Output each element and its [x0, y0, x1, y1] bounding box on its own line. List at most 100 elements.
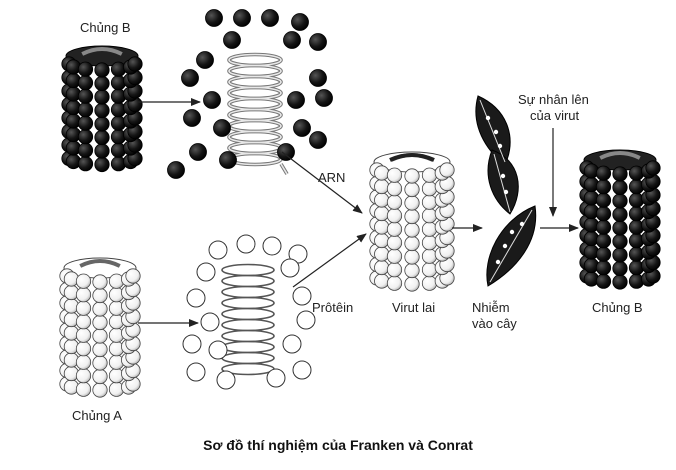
capsid-bead [374, 232, 390, 249]
leaf-spot [497, 143, 503, 149]
capsid-bead [94, 116, 110, 132]
capsid-bead [404, 235, 420, 252]
capsid-bead [645, 160, 661, 176]
strain-a-label: Chủng A [72, 408, 122, 423]
infected-leaves-icon [475, 95, 537, 287]
protein-subunit-light [282, 334, 302, 354]
capsid-bead [374, 165, 390, 181]
capsid-bead [386, 275, 403, 291]
capsid-bead [612, 260, 628, 277]
capsid-bead [92, 314, 108, 331]
protein-subunit-dark [309, 33, 327, 51]
replication-label-line1: Sự nhân lên [518, 92, 589, 107]
rna-coil-turn [221, 263, 275, 277]
capsid-bead [421, 235, 438, 251]
infect-label-line1: Nhiễm [472, 300, 510, 315]
protein-subunit-dark [233, 9, 251, 27]
capsid-bead [404, 249, 420, 265]
protein-subunit-dark [181, 69, 199, 87]
capsid-bead [386, 248, 403, 264]
rna-coil-turn [221, 318, 275, 332]
protein-subunit-light [208, 340, 228, 360]
protein-subunit-dark [183, 109, 201, 127]
capsid-bead [612, 193, 628, 209]
protein-subunit-light [186, 362, 206, 382]
capsid-bead [595, 206, 612, 222]
protein-subunit-dark [309, 69, 327, 87]
protein-subunit-light [292, 286, 312, 306]
protein-subunit-dark [203, 91, 221, 109]
capsid-bead [75, 273, 92, 289]
leaf-spot [502, 243, 508, 249]
protein-subunit-light [296, 310, 316, 330]
capsid-bead [94, 89, 110, 105]
capsid-bead [595, 219, 612, 235]
protein-subunit-dark [205, 9, 223, 27]
capsid-bead [421, 194, 438, 210]
protein-subunit-dark [213, 119, 231, 137]
capsid-bead [77, 142, 94, 158]
leaf-vein [489, 209, 533, 283]
capsid-bead [421, 221, 438, 237]
protein-subunit-dark [261, 9, 279, 27]
capsid-bead [421, 262, 438, 278]
capsid-bead [386, 181, 403, 197]
rna-label: ARN [318, 170, 345, 185]
capsid-bead [404, 168, 420, 184]
protein-subunit-dark [315, 89, 333, 107]
capsid-bead [75, 354, 92, 370]
capsid-bead [77, 102, 94, 118]
protein-subunit-dark [196, 51, 214, 69]
leaf-spot [495, 259, 501, 265]
leaf-spot [500, 173, 506, 179]
capsid-bead [439, 162, 455, 178]
protein-subunit-light [186, 288, 206, 308]
protein-subunit-light [292, 360, 312, 380]
leaf-spot [493, 129, 499, 135]
capsid-bead [75, 368, 92, 384]
arrow-protein-to-hybrid [292, 233, 367, 288]
capsid-bead [595, 192, 612, 208]
leaf-vein [479, 99, 506, 163]
virus-inner-rna [79, 259, 121, 268]
protein-label: Prôtêin [312, 300, 353, 315]
leaf-shape [487, 149, 519, 215]
capsid-bead [75, 327, 92, 343]
hybrid-inner-rna [389, 153, 435, 162]
capsid-bead [404, 195, 420, 211]
capsid-bead [374, 178, 390, 195]
virus-inner-rna [599, 151, 641, 160]
capsid-bead [595, 165, 612, 181]
protein-subunit-light [236, 234, 256, 254]
protein-subunit-dark [293, 119, 311, 137]
capsid-bead [77, 61, 94, 77]
capsid-bead [386, 208, 403, 224]
capsid-bead [75, 314, 92, 330]
leaf-spot [485, 115, 491, 121]
protein-subunit-light [200, 312, 220, 332]
capsid-bead [612, 247, 628, 263]
capsid-bead [374, 192, 390, 208]
infect-label-line2: vào cây [472, 316, 517, 331]
capsid-bead [127, 56, 143, 72]
diagram-title: Sơ đồ thí nghiệm của Franken và Conrat [203, 437, 473, 453]
capsid-bead [612, 206, 628, 223]
virus-inner-rna [81, 47, 123, 56]
capsid-bead [404, 262, 420, 279]
capsid-bead [94, 143, 110, 159]
capsid-bead [404, 222, 420, 238]
protein-subunit-dark [291, 13, 309, 31]
capsid-bead [92, 328, 108, 344]
leaf-vein [493, 153, 511, 213]
rna-coil-dark-group [167, 9, 333, 179]
capsid-bead [374, 273, 390, 289]
capsid-bead [125, 268, 141, 284]
capsid-bead [404, 276, 420, 292]
capsid-bead [386, 221, 403, 237]
protein-subunit-light [196, 262, 216, 282]
capsid-bead [421, 275, 438, 291]
result-strain-b-label: Chủng B [592, 300, 643, 315]
capsid-bead [77, 115, 94, 131]
hybrid-virus-label: Virut lai [392, 300, 435, 315]
